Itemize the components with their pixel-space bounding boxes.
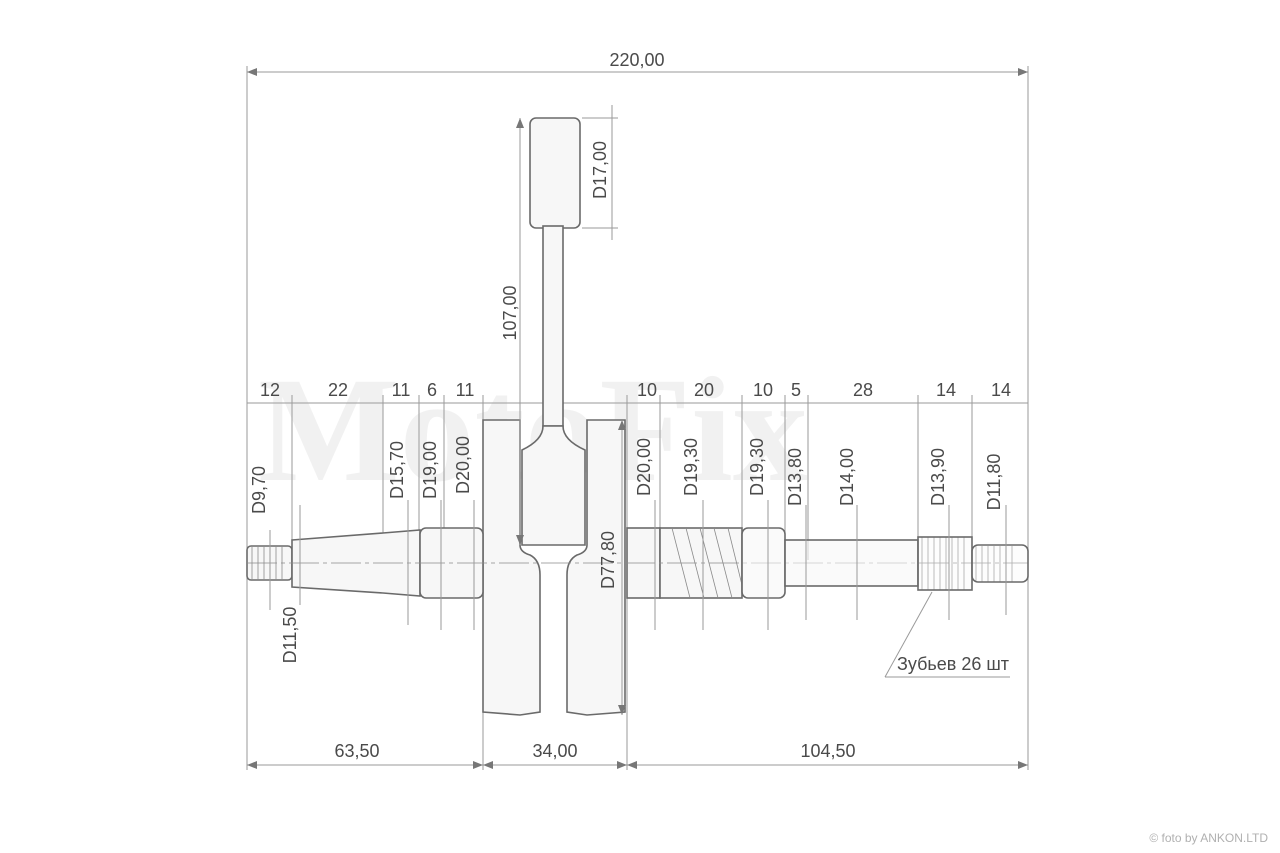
segment-label: 14 bbox=[991, 380, 1011, 400]
diameter-label: D20,00 bbox=[634, 438, 654, 496]
diameter-label: D14,00 bbox=[837, 448, 857, 506]
segment-label: 22 bbox=[328, 380, 348, 400]
segment-label: 6 bbox=[427, 380, 437, 400]
segment-label: 10 bbox=[637, 380, 657, 400]
rod-small-end bbox=[521, 425, 586, 546]
bottom-dimensions: 63,50 34,00 104,50 bbox=[247, 741, 1028, 769]
rod-big-end bbox=[529, 117, 581, 229]
left-crank-web bbox=[482, 419, 541, 716]
segment-label: 20 bbox=[694, 380, 714, 400]
segment-label: 11 bbox=[456, 380, 475, 400]
diameter-label: D15,70 bbox=[387, 441, 407, 499]
diameter-label: D11,80 bbox=[984, 454, 1004, 511]
right-thread bbox=[971, 544, 1029, 583]
diameter-label: D13,80 bbox=[785, 448, 805, 506]
right-shaft bbox=[784, 539, 919, 587]
segment-label: 14 bbox=[936, 380, 956, 400]
segment-label: 5 bbox=[791, 380, 801, 400]
bottom-dim-label: 34,00 bbox=[532, 741, 577, 761]
segment-label: 28 bbox=[853, 380, 873, 400]
rod-dimensions: 107,00 D17,00 D77,80 bbox=[500, 105, 626, 715]
diameter-label: D20,00 bbox=[453, 436, 473, 494]
right-crank-web bbox=[566, 419, 626, 716]
overall-dimension: 220,00 bbox=[246, 50, 1029, 770]
right-collar bbox=[741, 527, 786, 599]
diameter-label: D19,00 bbox=[420, 441, 440, 499]
overall-length-label: 220,00 bbox=[609, 50, 664, 70]
segment-label: 10 bbox=[753, 380, 773, 400]
spline-note-label: Зубьев 26 шт bbox=[897, 654, 1009, 674]
segment-label: 12 bbox=[260, 380, 280, 400]
rod-big-end-label: D17,00 bbox=[590, 141, 610, 199]
diameter-labels: D9,70 D11,50 D15,70 D19,00 D20,00 D20,00… bbox=[249, 436, 1007, 664]
diameter-label: D11,50 bbox=[280, 607, 300, 664]
diameter-label: D9,70 bbox=[249, 466, 269, 514]
rod-length-label: 107,00 bbox=[500, 285, 520, 340]
diameter-label: D19,30 bbox=[747, 438, 767, 496]
connecting-rod bbox=[542, 225, 564, 427]
bottom-dim-label: 104,50 bbox=[800, 741, 855, 761]
segment-label: 11 bbox=[392, 380, 411, 400]
crankshaft bbox=[246, 117, 1029, 716]
crank-diameter-label: D77,80 bbox=[598, 531, 618, 589]
diameter-label: D19,30 bbox=[681, 438, 701, 496]
bottom-dim-label: 63,50 bbox=[334, 741, 379, 761]
spline-note: Зубьев 26 шт bbox=[884, 591, 1010, 678]
spline bbox=[917, 536, 973, 591]
diameter-label: D13,90 bbox=[928, 448, 948, 506]
copyright: © foto by ANKON.LTD bbox=[1149, 831, 1268, 845]
